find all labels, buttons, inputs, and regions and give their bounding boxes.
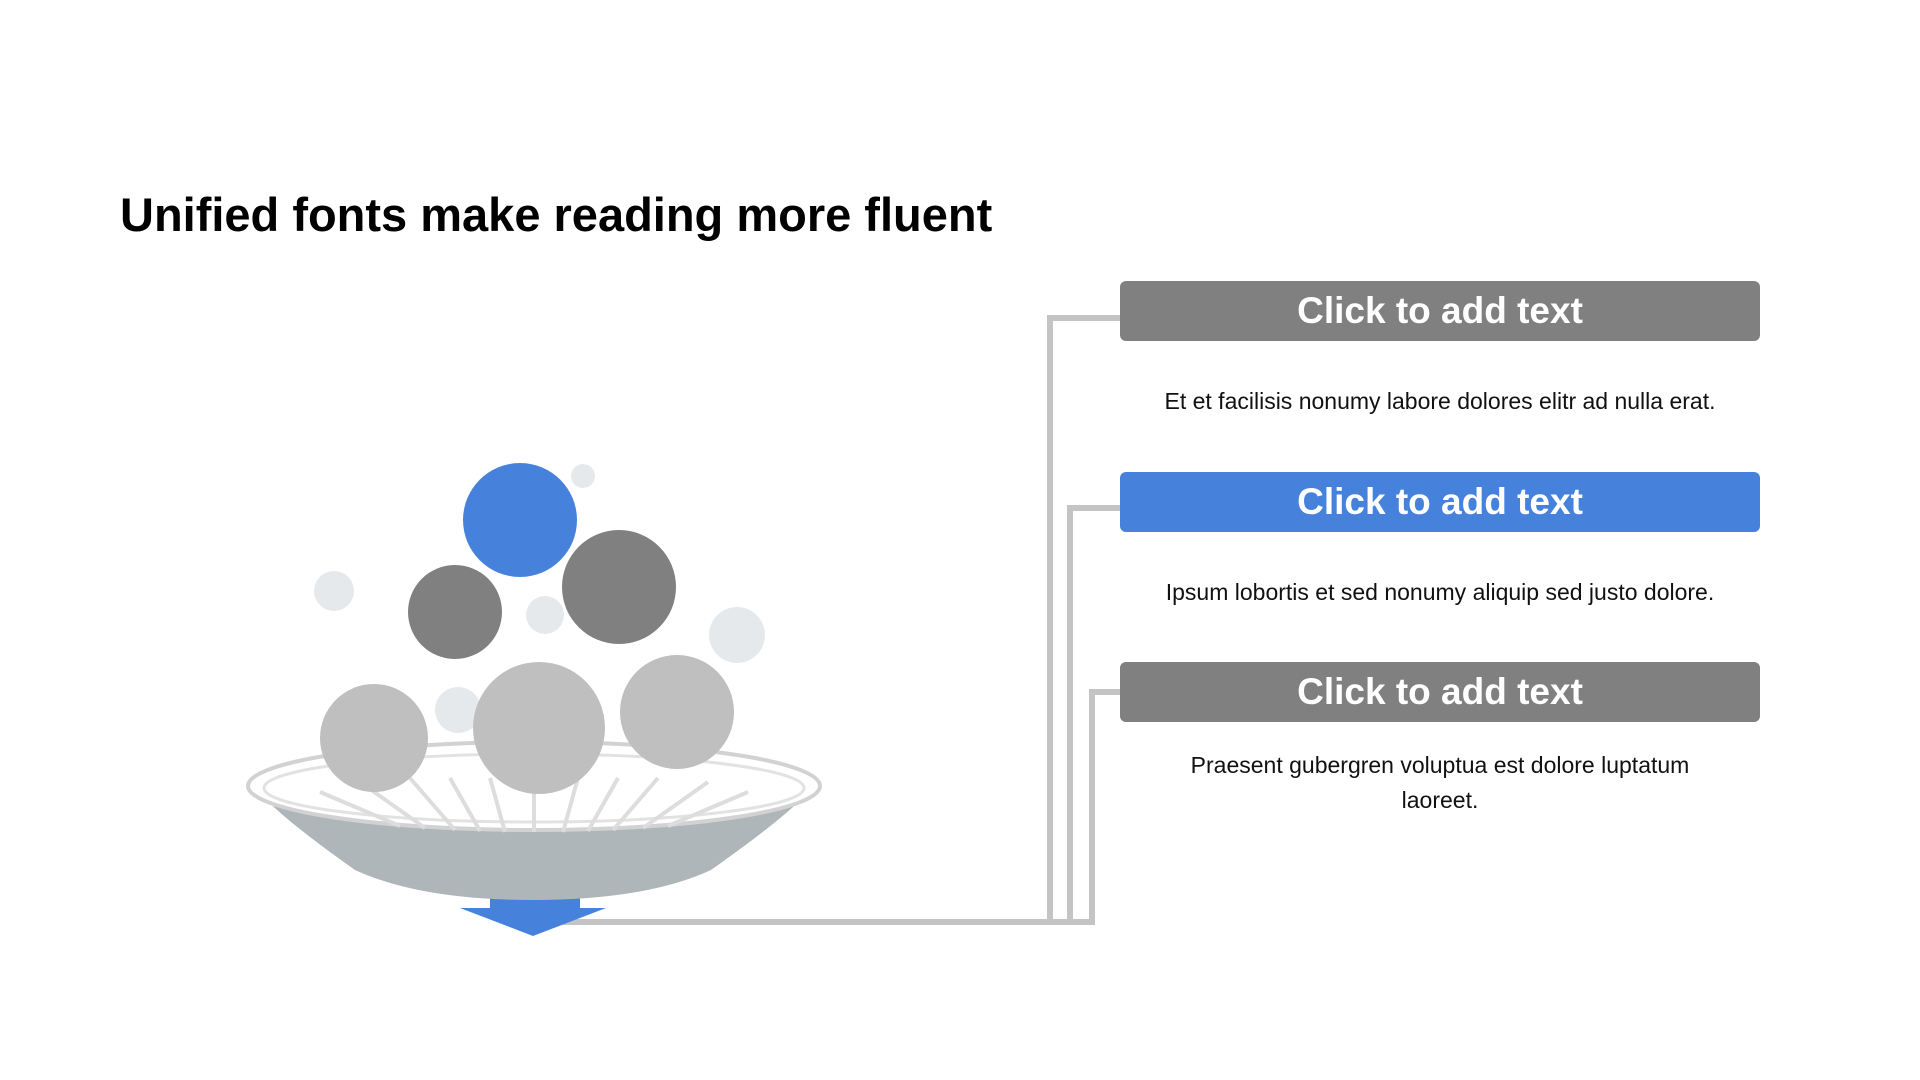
text-placeholder-2[interactable]: Click to add text [1120,472,1760,532]
text-placeholder-3[interactable]: Click to add text [1120,662,1760,722]
bubbles [314,463,765,794]
bubble-dark [408,565,502,659]
description-2: Ipsum lobortis et sed nonumy aliquip sed… [1165,579,1715,605]
bubble-light [473,662,605,794]
connector-line-1 [560,315,1122,925]
connector-lines [560,315,1122,925]
bubble-light [320,684,428,792]
bubble-pale [314,571,354,611]
bubble-light [620,655,734,769]
text-placeholder-1[interactable]: Click to add text [1120,281,1760,341]
description-3: Praesent gubergren voluptua est dolore l… [1190,752,1690,813]
bubble-pale [571,464,595,488]
connector-line-3 [1070,689,1122,925]
bubble-dark [562,530,676,644]
bubble-pale [709,607,765,663]
slide-title: Unified fonts make reading more fluent [120,188,993,241]
down-arrow-icon [460,898,606,936]
bubble-pale [526,596,564,634]
bubble-blue [463,463,577,577]
bubble-pale [435,687,481,733]
description-1: Et et facilisis nonumy labore dolores el… [1164,388,1716,414]
connector-line-2 [1050,505,1122,925]
